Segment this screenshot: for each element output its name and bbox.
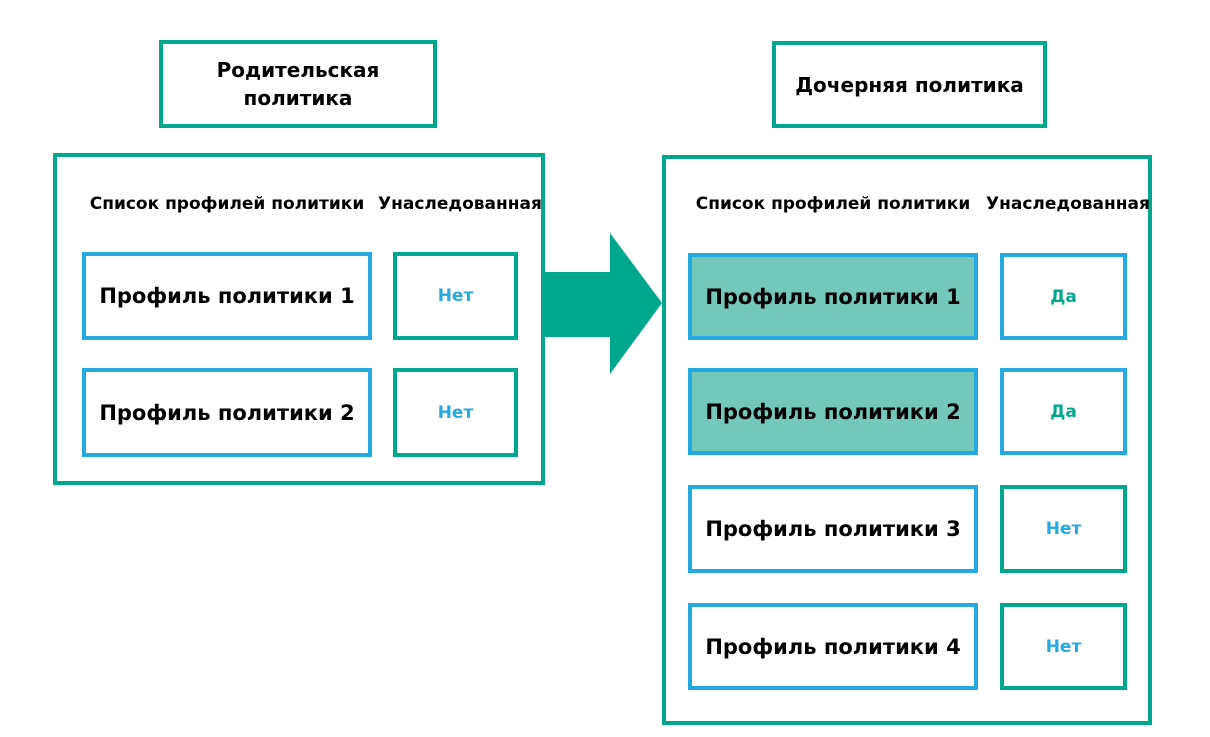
child-inherited-box-2: Да <box>1000 368 1127 455</box>
parent-inherited-box-2: Нет <box>393 368 518 457</box>
child-inherited-box-4: Нет <box>1000 603 1127 690</box>
parent-inherited-2-value: Нет <box>437 402 474 423</box>
child-policy-title: Дочерняя политика <box>795 72 1024 97</box>
inheritance-arrow-icon <box>545 233 662 374</box>
child-profile-1-label: Профиль политики 1 <box>705 284 961 309</box>
child-inherited-box-3: Нет <box>1000 485 1127 573</box>
child-inherited-4-value: Нет <box>1045 636 1082 657</box>
parent-profile-2-label: Профиль политики 2 <box>99 400 355 425</box>
child-inherited-3-value: Нет <box>1045 519 1082 539</box>
parent-policy-title-box: Родительская политика <box>159 40 437 128</box>
parent-inherited-1-value: Нет <box>437 286 474 306</box>
child-profile-4-label: Профиль политики 4 <box>705 634 961 659</box>
child-policy-title-box: Дочерняя политика <box>772 41 1047 128</box>
child-profile-box-4: Профиль политики 4 <box>688 603 978 690</box>
child-profiles-column-header: Список профилей политики <box>695 194 971 214</box>
parent-profile-box-1: Профиль политики 1 <box>82 252 372 340</box>
child-inherited-2-value: Да <box>1050 401 1077 422</box>
parent-profiles-column-header: Список профилей политики <box>89 194 365 214</box>
child-inherited-column-header: Унаследованная <box>986 194 1150 214</box>
child-profile-3-label: Профиль политики 3 <box>705 517 961 541</box>
child-profile-box-2: Профиль политики 2 <box>688 368 978 455</box>
child-profile-box-3: Профиль политики 3 <box>688 485 978 573</box>
child-inherited-1-value: Да <box>1050 286 1077 307</box>
parent-profile-1-label: Профиль политики 1 <box>99 284 355 308</box>
parent-profile-box-2: Профиль политики 2 <box>82 368 372 457</box>
child-profile-box-1: Профиль политики 1 <box>688 253 978 340</box>
parent-inherited-box-1: Нет <box>393 252 518 340</box>
parent-policy-title: Родительская политика <box>216 58 380 110</box>
parent-inherited-column-header: Унаследованная <box>378 194 542 214</box>
child-inherited-box-1: Да <box>1000 253 1127 340</box>
child-profile-2-label: Профиль политики 2 <box>705 399 961 424</box>
